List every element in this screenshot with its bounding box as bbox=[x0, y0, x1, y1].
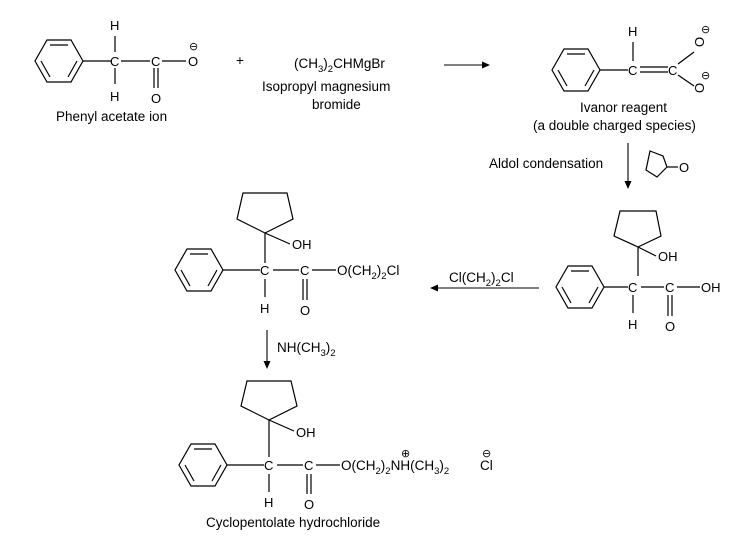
hydroxy-acid-intermediate: OH C H C O OH bbox=[555, 210, 721, 334]
ivanov-label-line2: (a double charged species) bbox=[533, 118, 696, 133]
h-atom-top: H bbox=[110, 18, 119, 33]
hydroxyl-group: OH bbox=[658, 249, 678, 264]
negative-charge: ⊖ bbox=[482, 448, 491, 460]
alpha-carbon: C bbox=[260, 263, 269, 278]
h-atom: H bbox=[628, 317, 637, 332]
cyclopentanone: O bbox=[645, 150, 689, 178]
plus-sign: + bbox=[236, 53, 244, 68]
isopropyl-magnesium-bromide: (CH3)2CHMgBr Isopropyl magnesium bromide bbox=[262, 56, 390, 112]
oxide-oxygen-2: O bbox=[692, 83, 707, 93]
carbonyl-oxygen: O bbox=[300, 303, 310, 318]
aminoethyl-chain: O(CH2)2NH(CH3)2 bbox=[341, 458, 449, 477]
oxide-oxygen-1: O bbox=[692, 37, 707, 47]
arrow-right bbox=[444, 61, 490, 69]
carboxyl-carbon: C bbox=[151, 54, 160, 69]
dianion-carbon: C bbox=[668, 63, 677, 78]
benzene-ring bbox=[178, 443, 228, 487]
carbonyl-oxygen: O bbox=[304, 497, 314, 512]
negative-charge: ⊖ bbox=[189, 41, 198, 53]
phenyl-acetate-label: Phenyl acetate ion bbox=[56, 109, 167, 124]
dimethylamine-reagent: NH(CH3)2 bbox=[277, 340, 336, 359]
ester-carbon: C bbox=[300, 263, 309, 278]
carboxyl-carbon: C bbox=[665, 280, 674, 295]
cyclopentane-ring bbox=[613, 210, 662, 248]
ivanov-label-line1: Ivanor reagent bbox=[580, 100, 667, 115]
carbonyl-oxygen: O bbox=[665, 319, 675, 334]
cyclopentane-ring bbox=[240, 380, 298, 421]
aldol-condensation-label: Aldol condensation bbox=[489, 156, 603, 171]
h-atom: H bbox=[260, 301, 269, 316]
ivanov-reagent: C H C O ⊖ O ⊖ Ivanor reagent (a double c… bbox=[533, 24, 710, 133]
aldol-step: Aldol condensation O bbox=[489, 143, 689, 189]
esterification-step: Cl(CH2)2Cl bbox=[430, 270, 539, 292]
carbonyl-oxygen: O bbox=[151, 91, 161, 106]
hydroxyl-group: OH bbox=[292, 237, 312, 252]
negative-charge-1: ⊖ bbox=[701, 24, 710, 36]
oxide-oxygen: O bbox=[188, 54, 198, 69]
alpha-carbon: C bbox=[264, 458, 273, 473]
h-atom: H bbox=[264, 495, 273, 510]
amination-step: NH(CH3)2 bbox=[263, 330, 336, 369]
acid-hydroxyl: OH bbox=[701, 280, 721, 295]
ester-carbon: C bbox=[304, 458, 313, 473]
benzene-ring bbox=[555, 265, 605, 309]
cyclopentolate-label: Cyclopentolate hydrochloride bbox=[206, 515, 380, 530]
reagent-name-line2: bromide bbox=[312, 97, 361, 112]
alpha-carbon: C bbox=[110, 54, 119, 69]
chloride-counter-ion: Cl bbox=[480, 458, 493, 473]
cyclopentolate-hydrochloride: OH C H C O O(CH2)2NH(CH3)2 ⊕ Cl ⊖ Cyclop… bbox=[178, 380, 493, 530]
vinyl-carbon: C bbox=[628, 63, 637, 78]
cyclopentane-ring bbox=[236, 192, 294, 234]
benzene-ring bbox=[34, 39, 84, 83]
chloroethyl-ester: OH C H C O O(CH2)2Cl bbox=[174, 192, 399, 318]
phenyl-acetate-ion: C H H C O O ⊖ Phenyl acetate ion bbox=[34, 18, 198, 124]
negative-charge-2: ⊖ bbox=[701, 70, 710, 82]
chloroethyl-chain: O(CH2)2Cl bbox=[337, 263, 399, 282]
ketone-oxygen: O bbox=[679, 160, 689, 175]
reagent-formula: (CH3)2CHMgBr bbox=[294, 56, 385, 75]
h-atom-bottom: H bbox=[110, 89, 119, 104]
alpha-carbon: C bbox=[628, 280, 637, 295]
positive-charge: ⊕ bbox=[401, 448, 410, 460]
h-atom: H bbox=[628, 24, 637, 39]
reagent-name-line1: Isopropyl magnesium bbox=[262, 79, 390, 94]
benzene-ring bbox=[174, 248, 224, 292]
dichloroethane-reagent: Cl(CH2)2Cl bbox=[449, 270, 514, 289]
hydroxyl-group: OH bbox=[296, 425, 316, 440]
benzene-ring bbox=[551, 48, 601, 92]
